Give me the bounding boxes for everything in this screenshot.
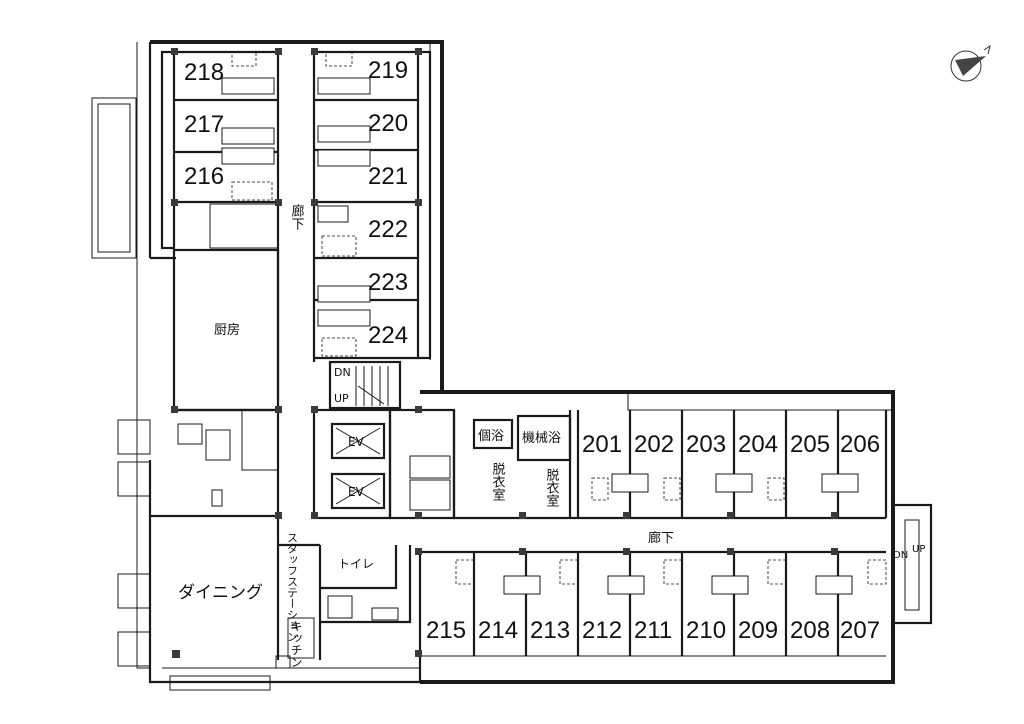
room-224: 224	[368, 322, 408, 349]
room-222: 222	[368, 216, 408, 243]
room-205: 205	[790, 431, 830, 458]
south-wing	[418, 410, 888, 682]
changing-room-label-1: 脱衣室	[490, 462, 506, 501]
room-217: 217	[184, 111, 224, 138]
central-core	[117, 408, 456, 691]
stair-down-label-north: DN	[334, 366, 351, 379]
dining-label: ダイニング	[178, 583, 263, 603]
room-220: 220	[368, 110, 408, 137]
machine-bath-label: 機械浴	[522, 431, 561, 446]
structural-columns	[171, 48, 838, 658]
room-204: 204	[738, 431, 778, 458]
building-outline	[91, 40, 933, 684]
kitchenette-label: キッチン	[289, 620, 303, 668]
elevator-label-2: EV	[348, 485, 365, 499]
room-210: 210	[686, 617, 726, 644]
room-221: 221	[368, 163, 408, 190]
room-206: 206	[840, 431, 880, 458]
staff-station-label: スタッフステーション	[286, 532, 299, 642]
compass-north-icon	[950, 44, 991, 82]
kitchen-main-label: 厨房	[214, 322, 240, 338]
north-wing	[160, 50, 432, 412]
room-203: 203	[686, 431, 726, 458]
room-211: 211	[634, 617, 672, 644]
private-bath-label: 個浴	[478, 429, 504, 444]
room-215: 215	[426, 617, 466, 644]
room-209: 209	[738, 617, 778, 644]
corridor-label-south: 廊下	[648, 530, 674, 546]
room-216: 216	[184, 163, 224, 190]
room-223: 223	[368, 269, 408, 296]
stair-up-label-east: UP	[912, 544, 925, 555]
room-212: 212	[582, 617, 622, 644]
room-213: 213	[530, 617, 570, 644]
stair-up-label-north: UP	[334, 392, 349, 405]
room-218: 218	[184, 59, 224, 86]
elevator-label-1: EV	[348, 435, 365, 449]
room-202: 202	[634, 431, 674, 458]
room-201: 201	[582, 431, 622, 458]
stair-down-label-east: DN	[893, 550, 908, 561]
toilet-label: トイレ	[338, 557, 374, 571]
corridor-label-north: 廊下	[289, 203, 305, 230]
changing-room-label-2: 脱衣室	[544, 468, 560, 507]
room-214: 214	[478, 617, 518, 644]
room-219: 219	[368, 57, 408, 84]
room-207: 207	[840, 617, 880, 644]
room-208: 208	[790, 617, 830, 644]
